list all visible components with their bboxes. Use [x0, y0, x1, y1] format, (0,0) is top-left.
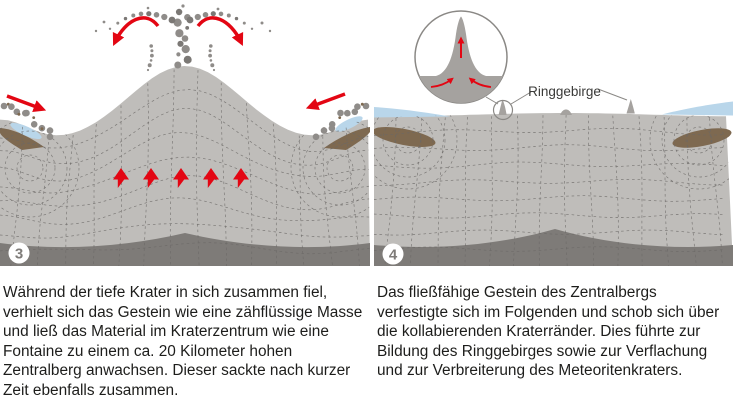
crater-rock-body: [0, 66, 370, 266]
detail-highlight-circle: [492, 99, 514, 121]
leader-line-left: [510, 91, 532, 105]
crater-rock-body: [374, 113, 733, 266]
ring-mountain-right: [626, 99, 635, 114]
caption-stage-3: Während der tiefe Krater in sich zusamme…: [3, 284, 363, 399]
fallback-arrow-right-icon: [196, 16, 244, 46]
leader-line-right: [597, 88, 628, 101]
inset-inflow-left-icon: [430, 77, 454, 88]
breccia-lens-left: [374, 127, 436, 147]
ejecta-wedge-right: [324, 127, 370, 150]
water-layer-right: [662, 101, 733, 116]
inset-inflow-right-icon: [468, 77, 492, 88]
basement-layer: [0, 233, 370, 266]
step-number: 3: [15, 246, 23, 263]
stage-4-diagram: Ringgebirge 4: [374, 10, 733, 266]
caption-stage-4: Das fließfähige Gestein des Zentralbergs…: [377, 284, 720, 380]
leader-line-inset: [485, 96, 499, 105]
water-sliver-left: [10, 122, 42, 140]
ejecta-debris-dots: [0, 4, 370, 141]
zentralberg-inset: [414, 10, 508, 104]
breccia-lens-right: [672, 128, 732, 148]
central-remnant-bump: [560, 109, 572, 115]
fallback-arrow-left-icon: [112, 16, 160, 46]
water-layer-left: [374, 107, 450, 118]
step-badge: 3: [8, 242, 30, 264]
step-number: 4: [389, 247, 398, 264]
stage-3-diagram: 3: [0, 4, 370, 266]
inset-central-peak: [415, 16, 507, 103]
inward-arrow-right-icon: [305, 92, 346, 111]
motion-arrows-icon: [6, 16, 346, 188]
step-badge: 4: [382, 243, 404, 265]
inward-arrow-left-icon: [6, 94, 47, 113]
rock-texture: [0, 69, 370, 266]
ring-mountain-left: [498, 99, 507, 115]
rock-texture: [374, 113, 733, 266]
basement-layer: [374, 229, 733, 266]
water-sliver-right: [335, 116, 363, 132]
ringgebirge-label: Ringgebirge: [528, 84, 601, 99]
